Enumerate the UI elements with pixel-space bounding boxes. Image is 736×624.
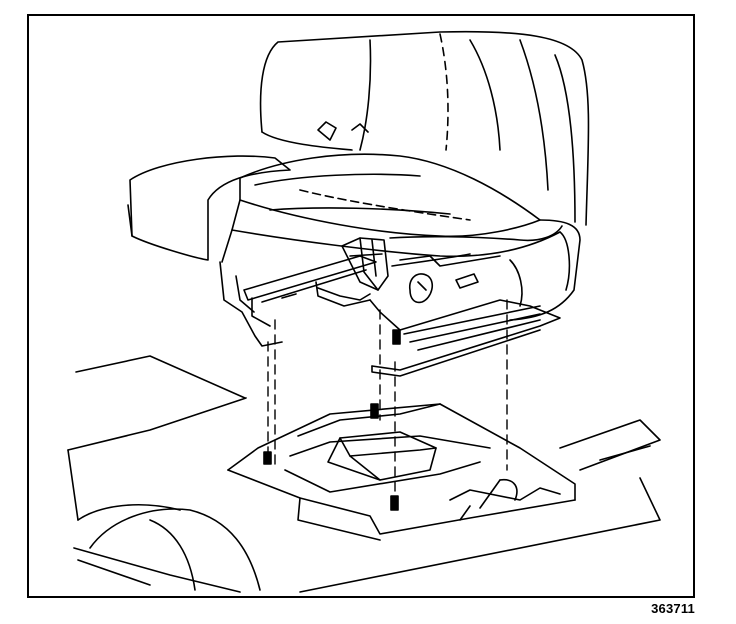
bolt-front-left — [263, 451, 272, 465]
seat-frame-and-tracks — [219, 225, 563, 377]
figure-number: 363711 — [651, 601, 695, 616]
bolt-front-right — [370, 403, 379, 419]
mounting-stud-guides — [267, 299, 508, 509]
seat-mounting-bolts — [263, 329, 401, 511]
floor-panel — [67, 355, 661, 593]
floor-console — [227, 403, 576, 541]
seat-back — [259, 30, 590, 226]
illustration-frame — [27, 14, 695, 598]
bolt-rear-right — [390, 495, 399, 511]
carpet-fold — [89, 508, 261, 591]
bolt-rear-upper — [392, 329, 401, 345]
seat-cushion — [127, 153, 581, 321]
